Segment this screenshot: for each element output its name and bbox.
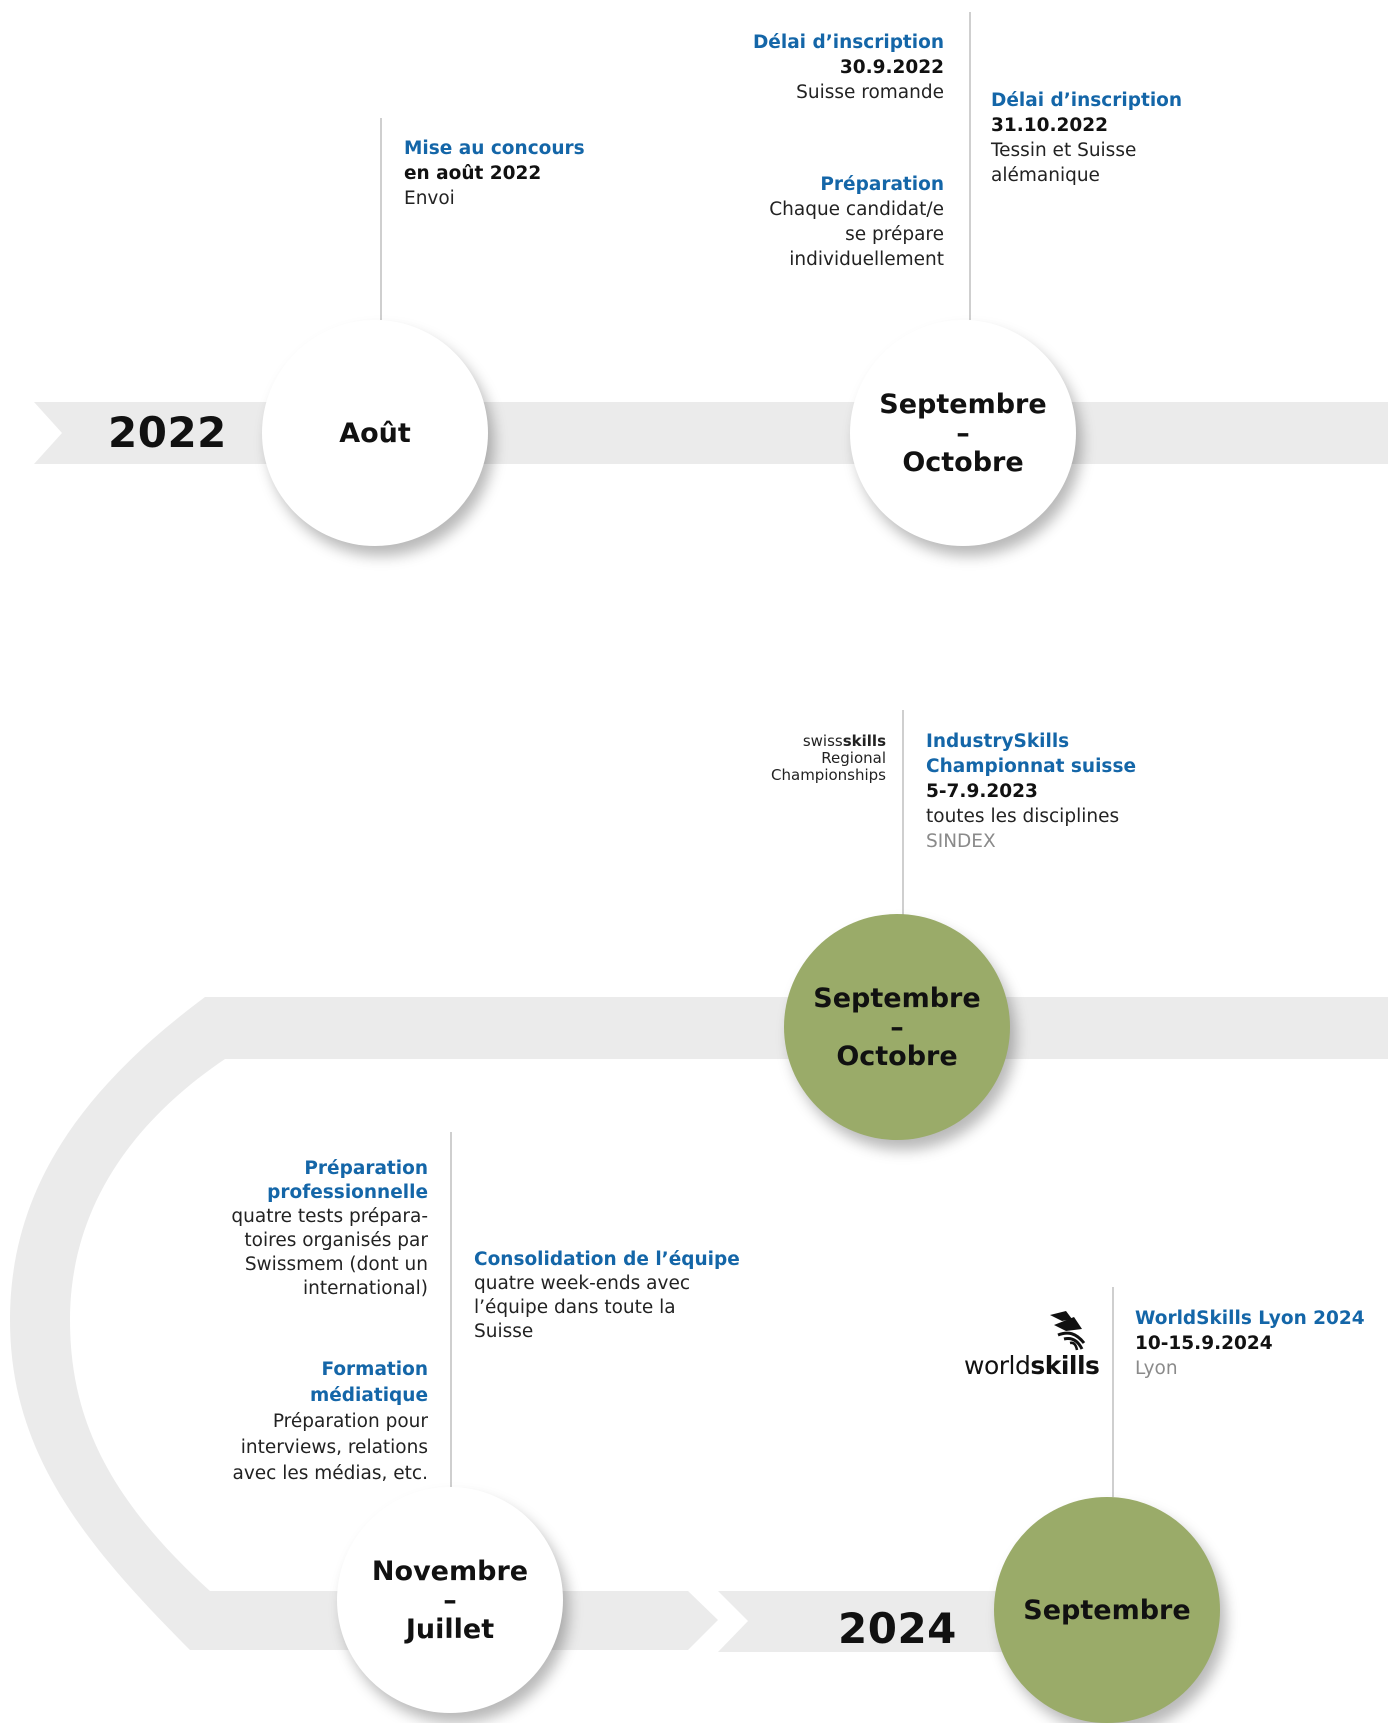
connector-sept-2024 xyxy=(1112,1287,1114,1497)
block-delai-tessin: Délai d’inscription 31.10.2022 Tessin et… xyxy=(991,88,1211,188)
block-date: 10-15.9.2024 xyxy=(1135,1333,1273,1354)
block-title: Championnat suisse xyxy=(926,756,1137,777)
block-venue: Lyon xyxy=(1135,1358,1178,1379)
block-title: Consolidation de l’équipe xyxy=(474,1249,740,1270)
block-title: Mise au concours xyxy=(404,138,585,159)
block-title: WorldSkills Lyon 2024 xyxy=(1135,1308,1365,1329)
track-row-3 xyxy=(718,1591,1020,1652)
milestone-dash: – xyxy=(890,1011,904,1043)
block-text: toires organisés par xyxy=(244,1230,428,1251)
milestone-label: Octobre xyxy=(836,1040,958,1072)
block-text: Tessin et Suisse xyxy=(991,140,1137,161)
track-row-1 xyxy=(34,402,1388,464)
worldskills-logo: worldskills xyxy=(964,1309,1100,1380)
block-text: toutes les disciplines xyxy=(926,806,1120,827)
block-industryskills: IndustrySkills Championnat suisse 5-7.9.… xyxy=(926,729,1186,854)
block-text: international) xyxy=(303,1278,428,1299)
milestone-sept-2024: Septembre xyxy=(994,1497,1220,1723)
connector-sept-oct-2023 xyxy=(902,710,904,915)
block-text: Swissmem (dont un xyxy=(244,1254,428,1275)
year-2024: 2024 xyxy=(838,1604,957,1653)
swissskills-line: Regional xyxy=(821,749,886,767)
block-text: quatre tests prépara- xyxy=(231,1206,428,1227)
block-title: IndustrySkills xyxy=(926,731,1070,752)
worldskills-emblem-icon xyxy=(1050,1311,1086,1351)
milestone-label: Juillet xyxy=(405,1613,495,1645)
milestone-dash: – xyxy=(956,417,970,449)
block-title: professionnelle xyxy=(267,1182,428,1203)
connector-sept-oct-2022 xyxy=(969,12,971,320)
block-title: Préparation xyxy=(304,1158,428,1179)
block-title: Délai d’inscription xyxy=(752,32,944,53)
milestone-label: Septembre xyxy=(1023,1594,1191,1626)
milestone-dash: – xyxy=(443,1584,457,1616)
connector-nov-juil xyxy=(450,1132,452,1487)
block-title: Formation médiatique xyxy=(309,1359,428,1406)
block-text: quatre week-ends avec xyxy=(474,1273,691,1294)
block-formation-mediatique: Formation médiatique Préparation pour in… xyxy=(200,1357,428,1487)
block-text: Suisse romande xyxy=(796,82,944,103)
block-text: Suisse xyxy=(474,1321,534,1342)
milestone-label: Septembre xyxy=(879,388,1047,420)
swissskills-line: Championships xyxy=(771,766,886,784)
block-text: se prépare xyxy=(845,224,944,245)
block-title: Délai d’inscription xyxy=(991,90,1183,111)
block-title: Préparation xyxy=(820,174,944,195)
block-date: 30.9.2022 xyxy=(839,57,944,78)
worldskills-wordmark: worldskills xyxy=(964,1351,1100,1380)
swissskills-wordmark: swissskills xyxy=(802,732,886,750)
milestone-sept-oct-2023: Septembre – Octobre xyxy=(784,914,1010,1140)
block-text: interviews, relations xyxy=(240,1437,428,1458)
block-date: en août 2022 xyxy=(404,163,542,184)
block-date: 31.10.2022 xyxy=(991,115,1109,136)
block-date: 5-7.9.2023 xyxy=(926,781,1038,802)
block-text: avec les médias, etc. xyxy=(232,1463,428,1484)
milestone-label: Octobre xyxy=(902,446,1024,478)
milestone-aout: Août xyxy=(262,320,488,546)
milestone-sept-oct-2022: Septembre – Octobre xyxy=(850,320,1076,546)
block-text: Préparation pour xyxy=(272,1411,428,1432)
block-text: l’équipe dans toute la xyxy=(474,1297,676,1318)
milestone-label: Novembre xyxy=(371,1555,529,1587)
block-text: Envoi xyxy=(404,188,455,209)
milestone-nov-juil: Novembre – Juillet xyxy=(337,1487,563,1713)
block-text: Chaque candidat/e xyxy=(769,199,944,220)
block-preparation-professionnelle: Préparation professionnelle quatre tests… xyxy=(200,1157,428,1301)
swissskills-logo: swissskills Regional Championships xyxy=(740,733,886,784)
year-2022: 2022 xyxy=(108,408,227,457)
block-mise-au-concours: Mise au concours en août 2022 Envoi xyxy=(404,136,644,211)
block-delai-romande: Délai d’inscription 30.9.2022 Suisse rom… xyxy=(700,30,944,105)
block-text: alémanique xyxy=(991,165,1100,186)
milestone-label: Septembre xyxy=(813,982,981,1014)
block-worldskills: WorldSkills Lyon 2024 10-15.9.2024 Lyon xyxy=(1135,1306,1385,1381)
track-curve xyxy=(10,997,1388,1650)
block-preparation: Préparation Chaque candidat/e se prépare… xyxy=(700,172,944,272)
block-venue: SINDEX xyxy=(926,831,996,852)
block-text: individuellement xyxy=(789,249,944,270)
connector-aout xyxy=(380,118,382,320)
milestone-label: Août xyxy=(339,417,411,449)
block-consolidation: Consolidation de l’équipe quatre week-en… xyxy=(474,1248,744,1344)
